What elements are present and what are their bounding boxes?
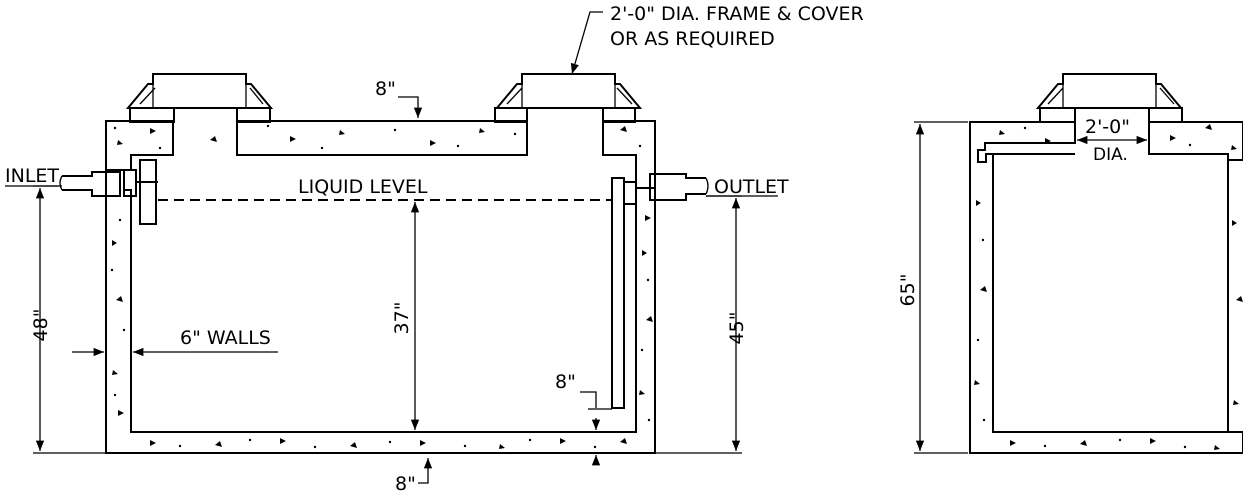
dim-top-slab: 8": [375, 78, 423, 118]
top-slab-right: [602, 120, 656, 189]
dim-opening-label: 2'-0": [1085, 116, 1130, 138]
end-view-concrete-shell: [969, 121, 1243, 454]
dim-45-label: 45": [726, 312, 748, 345]
inlet-label: INLET: [5, 165, 59, 187]
dim-baffle-gap-label: 8": [555, 371, 576, 393]
frame-cover-leader: [570, 11, 603, 75]
dim-37-label: 37": [391, 302, 413, 335]
dim-baffle-gap: 8": [555, 371, 612, 430]
frame-cover-note-line1: 2'-0" DIA. FRAME & COVER: [610, 3, 864, 25]
dim-37: 37": [391, 202, 420, 430]
outlet-label: OUTLET: [714, 176, 789, 198]
end-view: 65" 2'-0" DIA.: [897, 73, 1243, 454]
section-view: 48" 37" 45" 8" 6" WALLS: [5, 3, 864, 495]
inlet-pipe: [59, 159, 158, 225]
frame-cover-note-line2: OR AS REQUIRED: [610, 28, 775, 50]
dim-bottom-slab: 8": [395, 455, 601, 495]
dim-top-slab-label: 8": [375, 78, 396, 100]
top-slab-middle: [236, 120, 528, 156]
dim-48: 48": [30, 185, 106, 454]
end-view-texture: [974, 124, 1243, 450]
manhole-left: [125, 73, 274, 123]
dim-48-label: 48": [30, 309, 52, 342]
end-view-manhole: [1035, 73, 1184, 123]
manhole-right: [494, 73, 643, 123]
liquid-level-label: LIQUID LEVEL: [298, 176, 428, 198]
dim-65: 65": [897, 121, 968, 454]
dim-45: 45": [655, 195, 748, 454]
dim-walls: 6" WALLS: [72, 327, 278, 357]
end-view-top-right: [1148, 121, 1243, 161]
dim-opening: 2'-0" DIA.: [1077, 116, 1147, 165]
tank-concrete-shell: [105, 159, 656, 454]
outlet-pipe: [611, 173, 709, 409]
dim-walls-label: 6" WALLS: [180, 327, 271, 349]
concrete-texture: [110, 124, 653, 449]
dim-65-label: 65": [897, 274, 919, 307]
dim-bottom-slab-label: 8": [395, 473, 416, 495]
dim-opening-dia-label: DIA.: [1093, 145, 1128, 165]
